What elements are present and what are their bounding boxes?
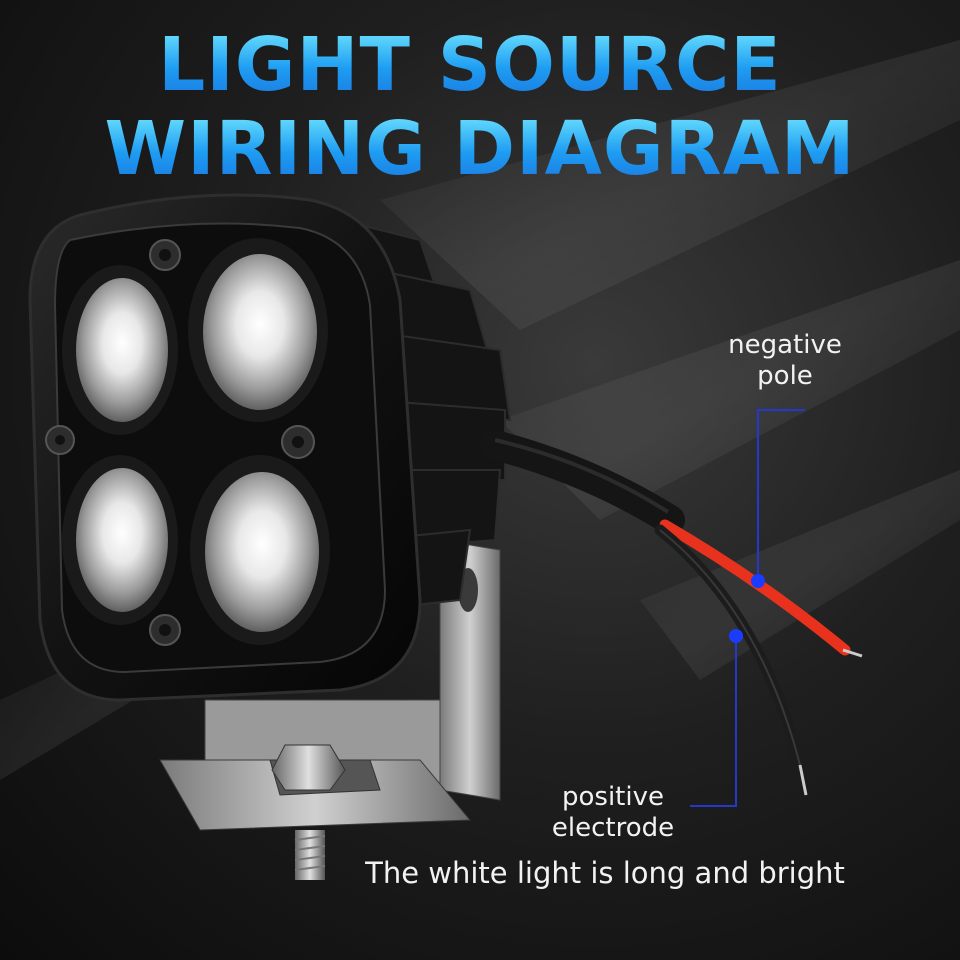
title-line-2: WIRING DIAGRAM <box>0 112 960 186</box>
mounting-bracket <box>159 539 501 880</box>
led-reflector-top-right <box>188 238 328 422</box>
title-line-1: LIGHT SOURCE <box>0 28 950 102</box>
negative-leader-line <box>757 409 805 581</box>
positive-marker <box>729 629 743 643</box>
negative-label-line-2: pole <box>757 361 813 392</box>
positive-electrode-label: positive electrode <box>528 782 698 844</box>
led-reflector-bottom-right <box>190 455 330 645</box>
positive-label-line-2: electrode <box>551 813 675 844</box>
led-reflector-bottom-left <box>62 455 178 625</box>
negative-marker <box>751 574 765 588</box>
caption-text: The white light is long and bright <box>365 856 845 890</box>
power-cable <box>480 430 685 535</box>
negative-label-line-1: negative <box>728 330 842 360</box>
negative-pole-label: negative pole <box>700 330 870 392</box>
led-reflector-top-left <box>62 265 178 435</box>
positive-leader-line <box>690 636 737 807</box>
red-wire <box>659 519 851 656</box>
positive-label-line-1: positive <box>562 782 664 812</box>
